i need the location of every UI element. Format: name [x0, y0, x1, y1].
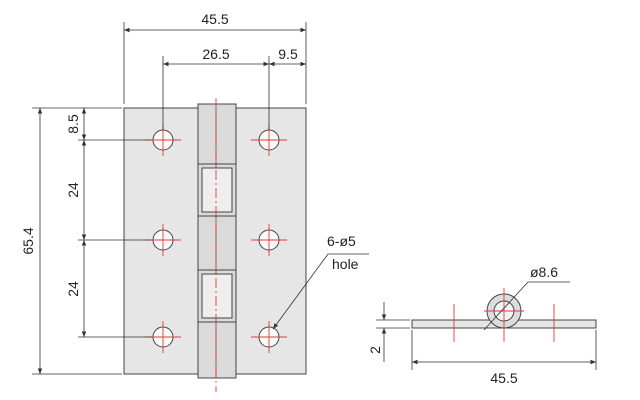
top-offset-label: 8.5 — [65, 114, 81, 134]
thickness-label: 2 — [367, 346, 383, 354]
hole-right-bottom — [251, 321, 287, 353]
hole-right-middle — [251, 224, 287, 256]
overall-height-label: 65.4 — [20, 227, 36, 254]
thickness-dimension — [376, 302, 410, 362]
front-view: 45.5 26.5 9.5 65.4 8.5 24 24 6-ø5 hole — [20, 11, 369, 392]
overall-width-label: 45.5 — [201, 11, 228, 27]
top-dimensions — [123, 22, 307, 130]
pitch-lower-label: 24 — [65, 281, 81, 297]
hole-callout-count: 6-ø5 — [327, 233, 356, 249]
side-width-dimension — [411, 330, 597, 370]
pitch-upper-label: 24 — [65, 182, 81, 198]
hole-left-middle — [145, 224, 181, 256]
edge-offset-label: 9.5 — [278, 46, 298, 62]
pin-diameter-label: ø8.6 — [530, 264, 558, 280]
side-view: ø8.6 2 45.5 — [367, 264, 597, 386]
hole-callout-word: hole — [332, 256, 359, 272]
knuckle-column — [197, 103, 237, 379]
side-center-lines — [453, 288, 555, 342]
pin-diameter-leader — [483, 281, 570, 331]
knuckle-segments — [197, 103, 237, 379]
side-width-label: 45.5 — [490, 370, 517, 386]
hole-callout — [272, 253, 369, 330]
left-dimensions — [32, 107, 152, 375]
hole-spacing-label: 26.5 — [202, 46, 229, 62]
